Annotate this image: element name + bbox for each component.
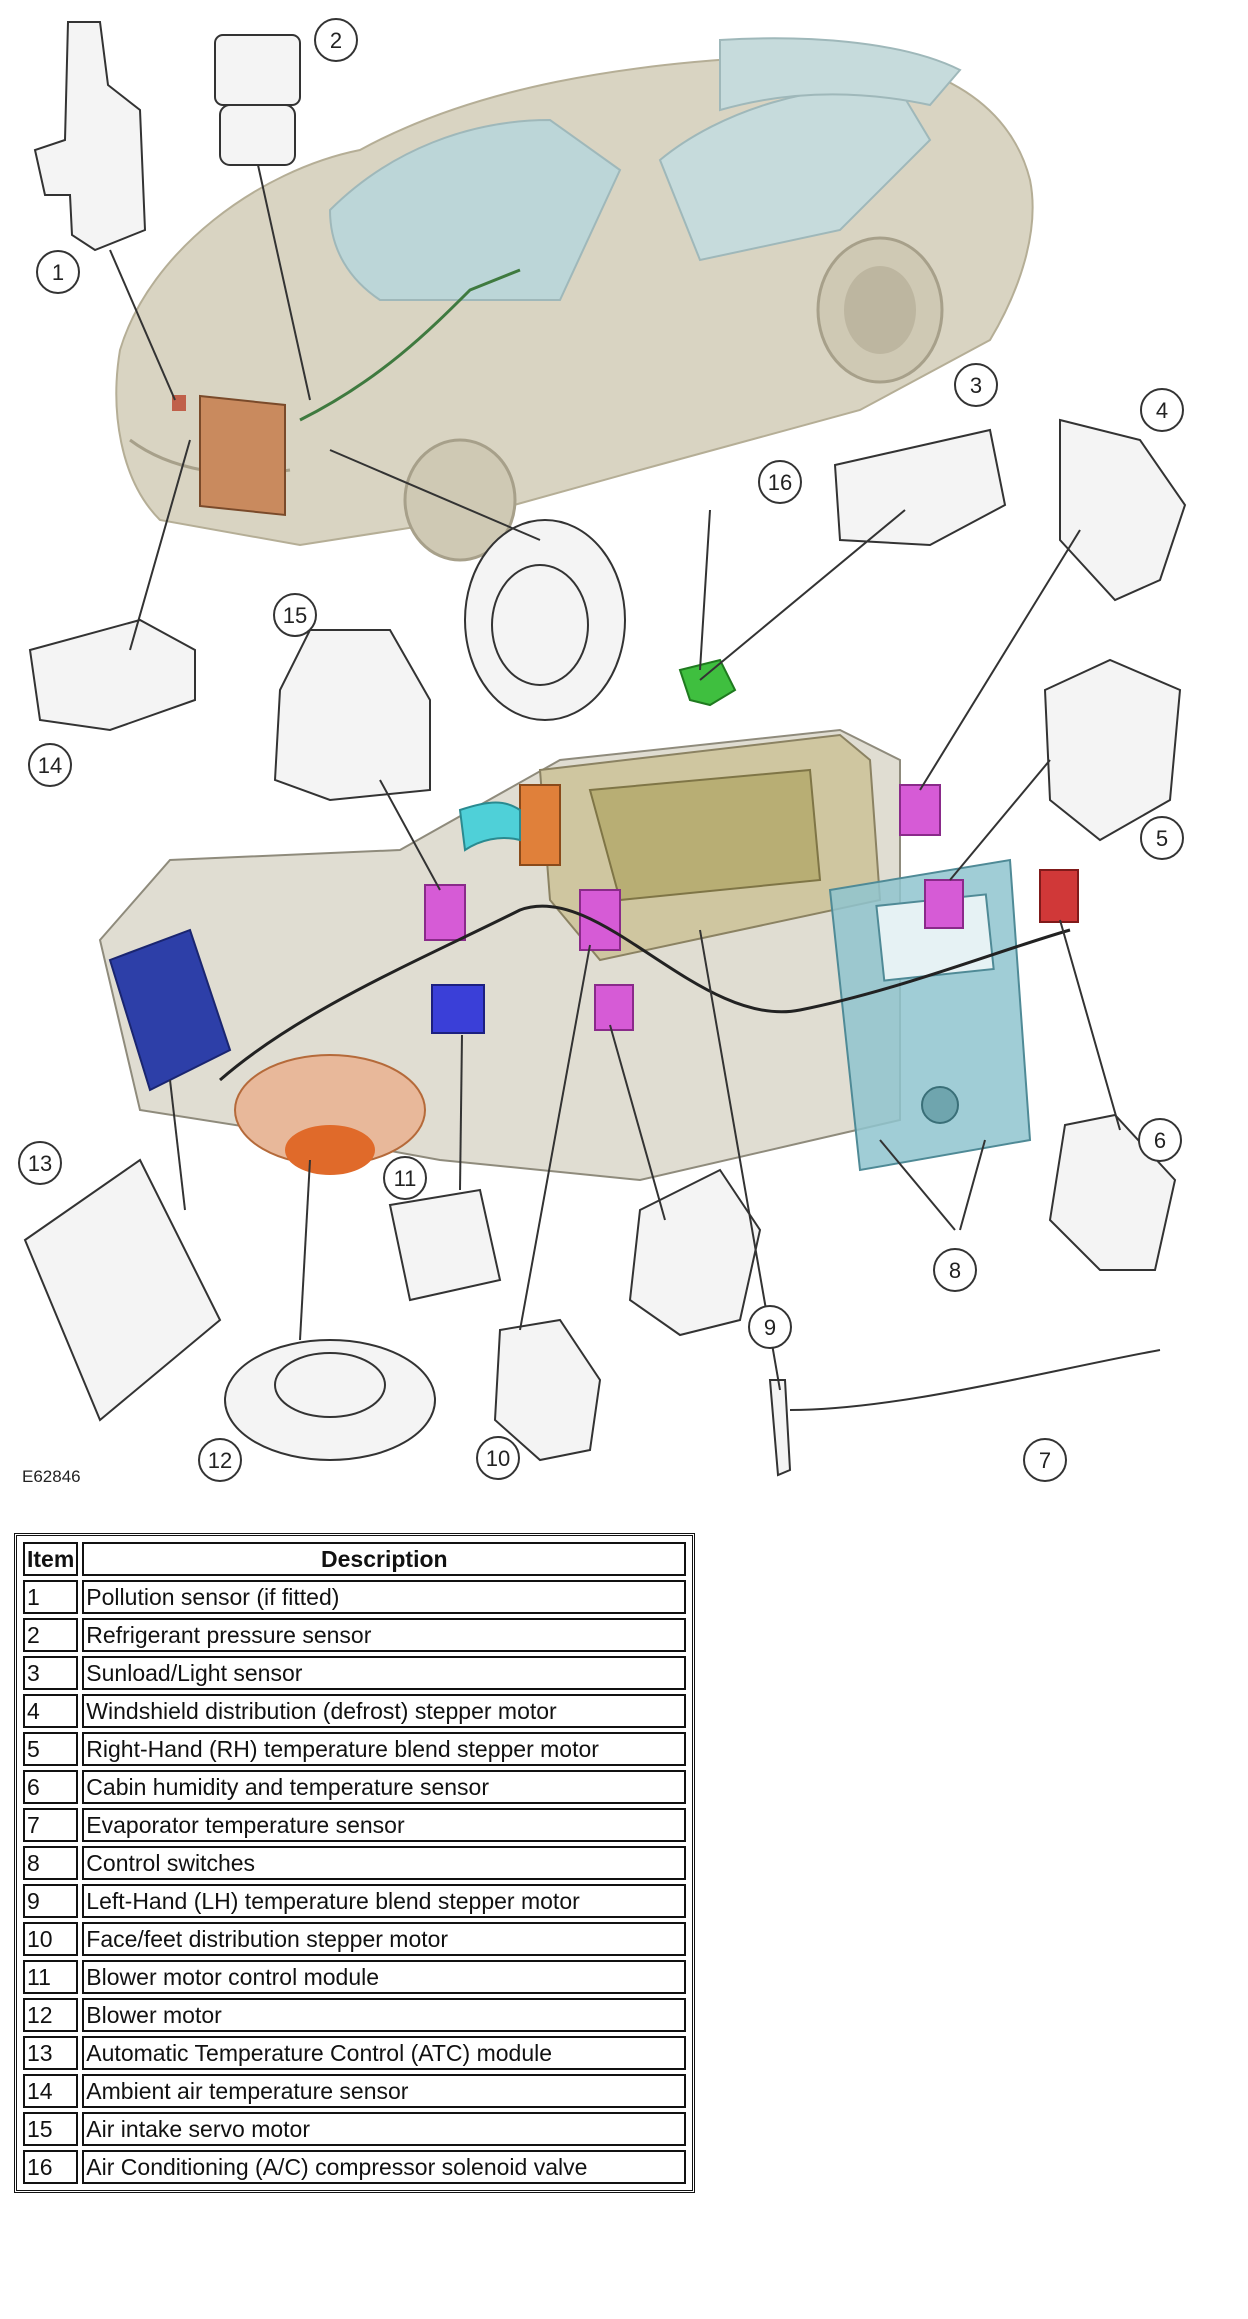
callout-2: 2 <box>314 18 358 62</box>
figure-id: E62846 <box>22 1467 81 1486</box>
callout-3-label: 3 <box>970 373 982 398</box>
item-description: Air Conditioning (A/C) compressor soleno… <box>82 2150 687 2184</box>
callout-14-label: 14 <box>38 753 62 778</box>
item-number: 9 <box>23 1884 79 1918</box>
callout-5-label: 5 <box>1156 826 1168 851</box>
item-description: Ambient air temperature sensor <box>82 2074 687 2108</box>
callout-8-label: 8 <box>949 1258 961 1283</box>
callout-7-label: 7 <box>1039 1448 1051 1473</box>
item-number: 16 <box>23 2150 79 2184</box>
callout-6-label: 6 <box>1154 1128 1166 1153</box>
callout-15: 15 <box>273 593 317 637</box>
item-description: Left-Hand (LH) temperature blend stepper… <box>82 1884 687 1918</box>
callout-7: 7 <box>1023 1438 1067 1482</box>
callout-9: 9 <box>748 1305 792 1349</box>
item-number: 12 <box>23 1998 79 2032</box>
item-number: 10 <box>23 1922 79 1956</box>
item-number: 6 <box>23 1770 79 1804</box>
item-number: 8 <box>23 1846 79 1880</box>
item-description: Automatic Temperature Control (ATC) modu… <box>82 2036 687 2070</box>
callout-4: 4 <box>1140 388 1184 432</box>
callout-12: 12 <box>198 1438 242 1482</box>
item-description: Air intake servo motor <box>82 2112 687 2146</box>
item-number: 3 <box>23 1656 79 1690</box>
callout-1-label: 1 <box>52 260 64 285</box>
item-description: Face/feet distribution stepper motor <box>82 1922 687 1956</box>
callout-11-label: 11 <box>394 1166 417 1191</box>
item-description: Cabin humidity and temperature sensor <box>82 1770 687 1804</box>
item-description: Blower motor control module <box>82 1960 687 1994</box>
callout-16-label: 16 <box>768 470 792 495</box>
callout-2-label: 2 <box>330 28 342 53</box>
item-number: 11 <box>23 1960 79 1994</box>
item-number: 7 <box>23 1808 79 1842</box>
item-description: Pollution sensor (if fitted) <box>82 1580 687 1614</box>
callouts: 1 2 3 4 5 6 7 8 9 10 11 12 13 14 15 16 <box>18 18 1184 1482</box>
callout-11: 11 <box>383 1156 427 1200</box>
item-description: Windshield distribution (defrost) steppe… <box>82 1694 687 1728</box>
leader-lines <box>109 164 1121 1391</box>
callout-13: 13 <box>18 1141 62 1185</box>
item-number: 5 <box>23 1732 79 1766</box>
callout-12-label: 12 <box>208 1448 232 1473</box>
item-description: Evaporator temperature sensor <box>82 1808 687 1842</box>
header-item: Item <box>23 1542 79 1576</box>
callout-9-label: 9 <box>764 1315 776 1340</box>
header-description: Description <box>82 1542 687 1576</box>
item-number: 13 <box>23 2036 79 2070</box>
callout-10: 10 <box>476 1436 520 1480</box>
callout-15-label: 15 <box>283 603 307 628</box>
callout-3: 3 <box>954 363 998 407</box>
item-description: Refrigerant pressure sensor <box>82 1618 687 1652</box>
callout-14: 14 <box>28 743 72 787</box>
item-number: 1 <box>23 1580 79 1614</box>
item-description: Sunload/Light sensor <box>82 1656 687 1690</box>
item-number: 15 <box>23 2112 79 2146</box>
item-number: 4 <box>23 1694 79 1728</box>
component-sketches <box>23 21 1187 1477</box>
callout-10-label: 10 <box>486 1446 510 1471</box>
car-illustration <box>115 37 1034 562</box>
callout-4-label: 4 <box>1156 398 1168 423</box>
legend-header-row: Item Description <box>23 1542 687 1576</box>
callout-1: 1 <box>36 250 80 294</box>
item-description: Control switches <box>82 1846 687 1880</box>
callout-13-label: 13 <box>28 1151 52 1176</box>
item-number: 14 <box>23 2074 79 2108</box>
hvac-assembly <box>98 658 1079 1182</box>
callout-8: 8 <box>933 1248 977 1292</box>
item-description: Right-Hand (RH) temperature blend steppe… <box>82 1732 687 1766</box>
callout-5: 5 <box>1140 816 1184 860</box>
callout-16: 16 <box>758 460 802 504</box>
callout-6: 6 <box>1138 1118 1182 1162</box>
item-description: Blower motor <box>82 1998 687 2032</box>
item-number: 2 <box>23 1618 79 1652</box>
hvac-component-diagram: 1 2 3 4 5 6 7 8 9 10 11 12 13 14 15 16 E… <box>18 18 1187 1486</box>
